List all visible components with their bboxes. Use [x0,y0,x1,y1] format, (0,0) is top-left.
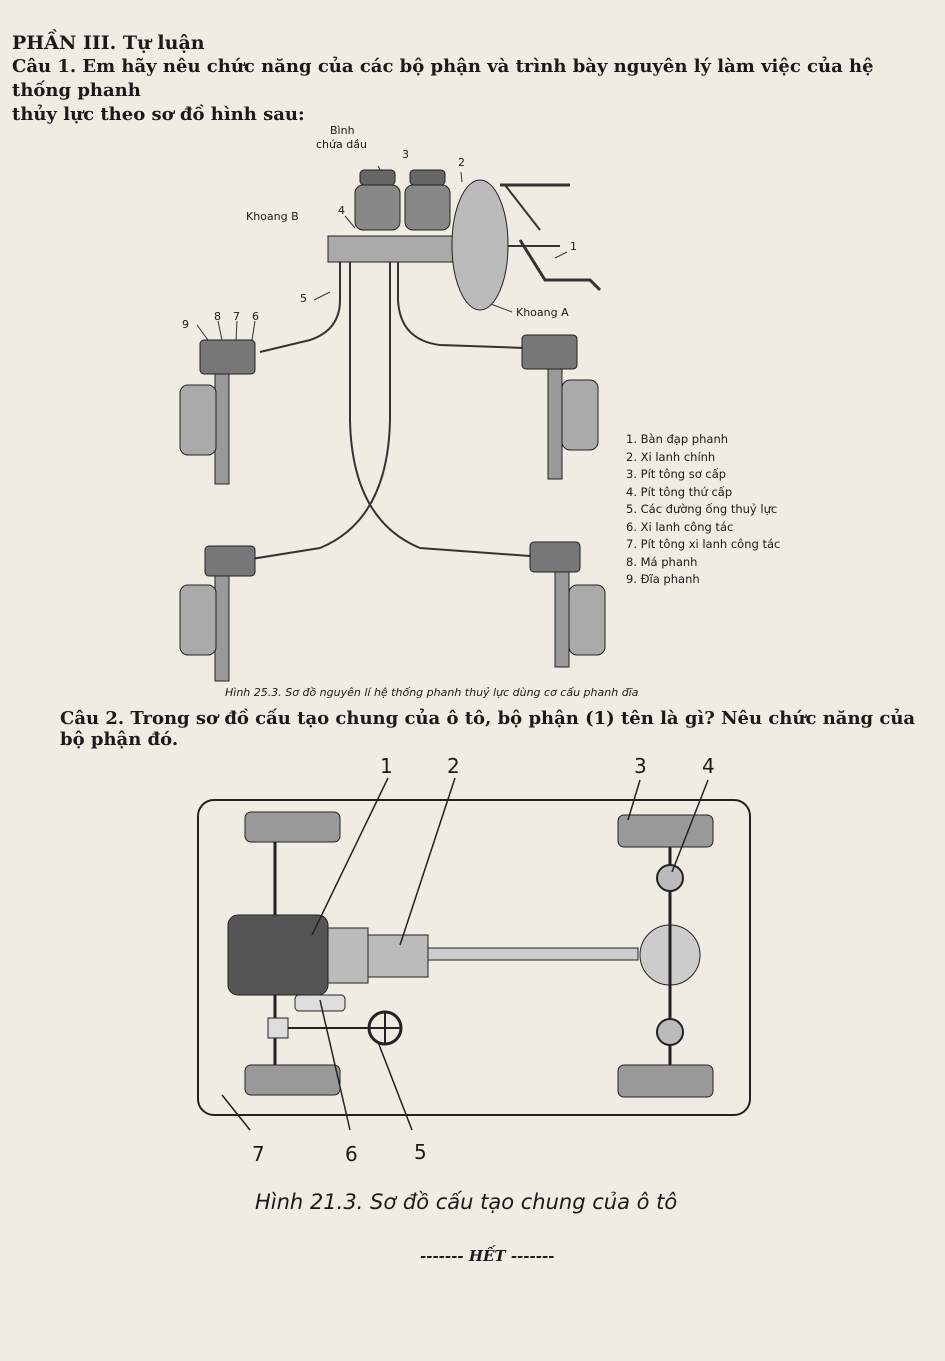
label-5: 5 [300,292,307,305]
brake-legend: 1. Bàn đạp phanh 2. Xi lanh chính 3. Pít… [626,431,780,589]
end-marker: ------- HẾT ------- [420,1247,555,1265]
section-title: PHẦN III. Tự luận [12,32,205,54]
legend-item: 1. Bàn đạp phanh [626,432,729,446]
part-number-1: 1 [380,754,393,778]
label-2: 2 [458,156,465,169]
label-7: 7 [233,310,240,323]
label-khoang-b: Khoang B [246,210,299,223]
part-number-4: 4 [702,754,715,778]
part-number-5: 5 [414,1140,427,1164]
legend-item: 4. Pít tông thứ cấp [626,484,733,499]
question-1: Câu 1. Em hãy nêu chức năng của các bộ p… [12,55,937,127]
label-6: 6 [252,310,259,323]
label-khoang-a: Khoang A [516,306,569,319]
legend-item: 5. Các đường ống thuỷ lực [626,502,778,516]
part-number-7: 7 [252,1142,265,1166]
part-number-2: 2 [447,754,460,778]
part-number-3: 3 [634,754,647,778]
label-chua-dau: chứa dầu [316,138,367,151]
question-2: Câu 2. Trong sơ đồ cấu tạo chung của ô t… [60,708,916,750]
label-9: 9 [182,318,189,331]
label-4: 4 [338,204,345,217]
legend-item: 3. Pít tông sơ cấp [626,467,727,481]
legend-item: 6. Xi lanh công tác [626,519,734,534]
figure-2-caption: Hình 21.3. Sơ đồ cấu tạo chung của ô tô [255,1190,678,1214]
question-1-line-2: thủy lực theo sơ đồ hình sau: [12,104,305,125]
question-1-line-1: Câu 1. Em hãy nêu chức năng của các bộ p… [12,56,874,101]
label-binh: Bình [330,124,355,137]
label-3: 3 [402,148,409,161]
figure-1-caption: Hình 25.3. Sơ đồ nguyên lí hệ thống phan… [225,686,639,699]
end-text: HẾT [468,1247,506,1265]
label-8: 8 [214,310,221,323]
legend-item: 2. Xi lanh chính [626,449,716,464]
part-number-6: 6 [345,1142,358,1166]
legend-item: 7. Pít tông xi lanh công tác [626,537,781,551]
legend-item: 8. Má phanh [626,554,698,569]
label-1: 1 [570,240,577,253]
legend-item: 9. Đĩa phanh [626,572,700,586]
